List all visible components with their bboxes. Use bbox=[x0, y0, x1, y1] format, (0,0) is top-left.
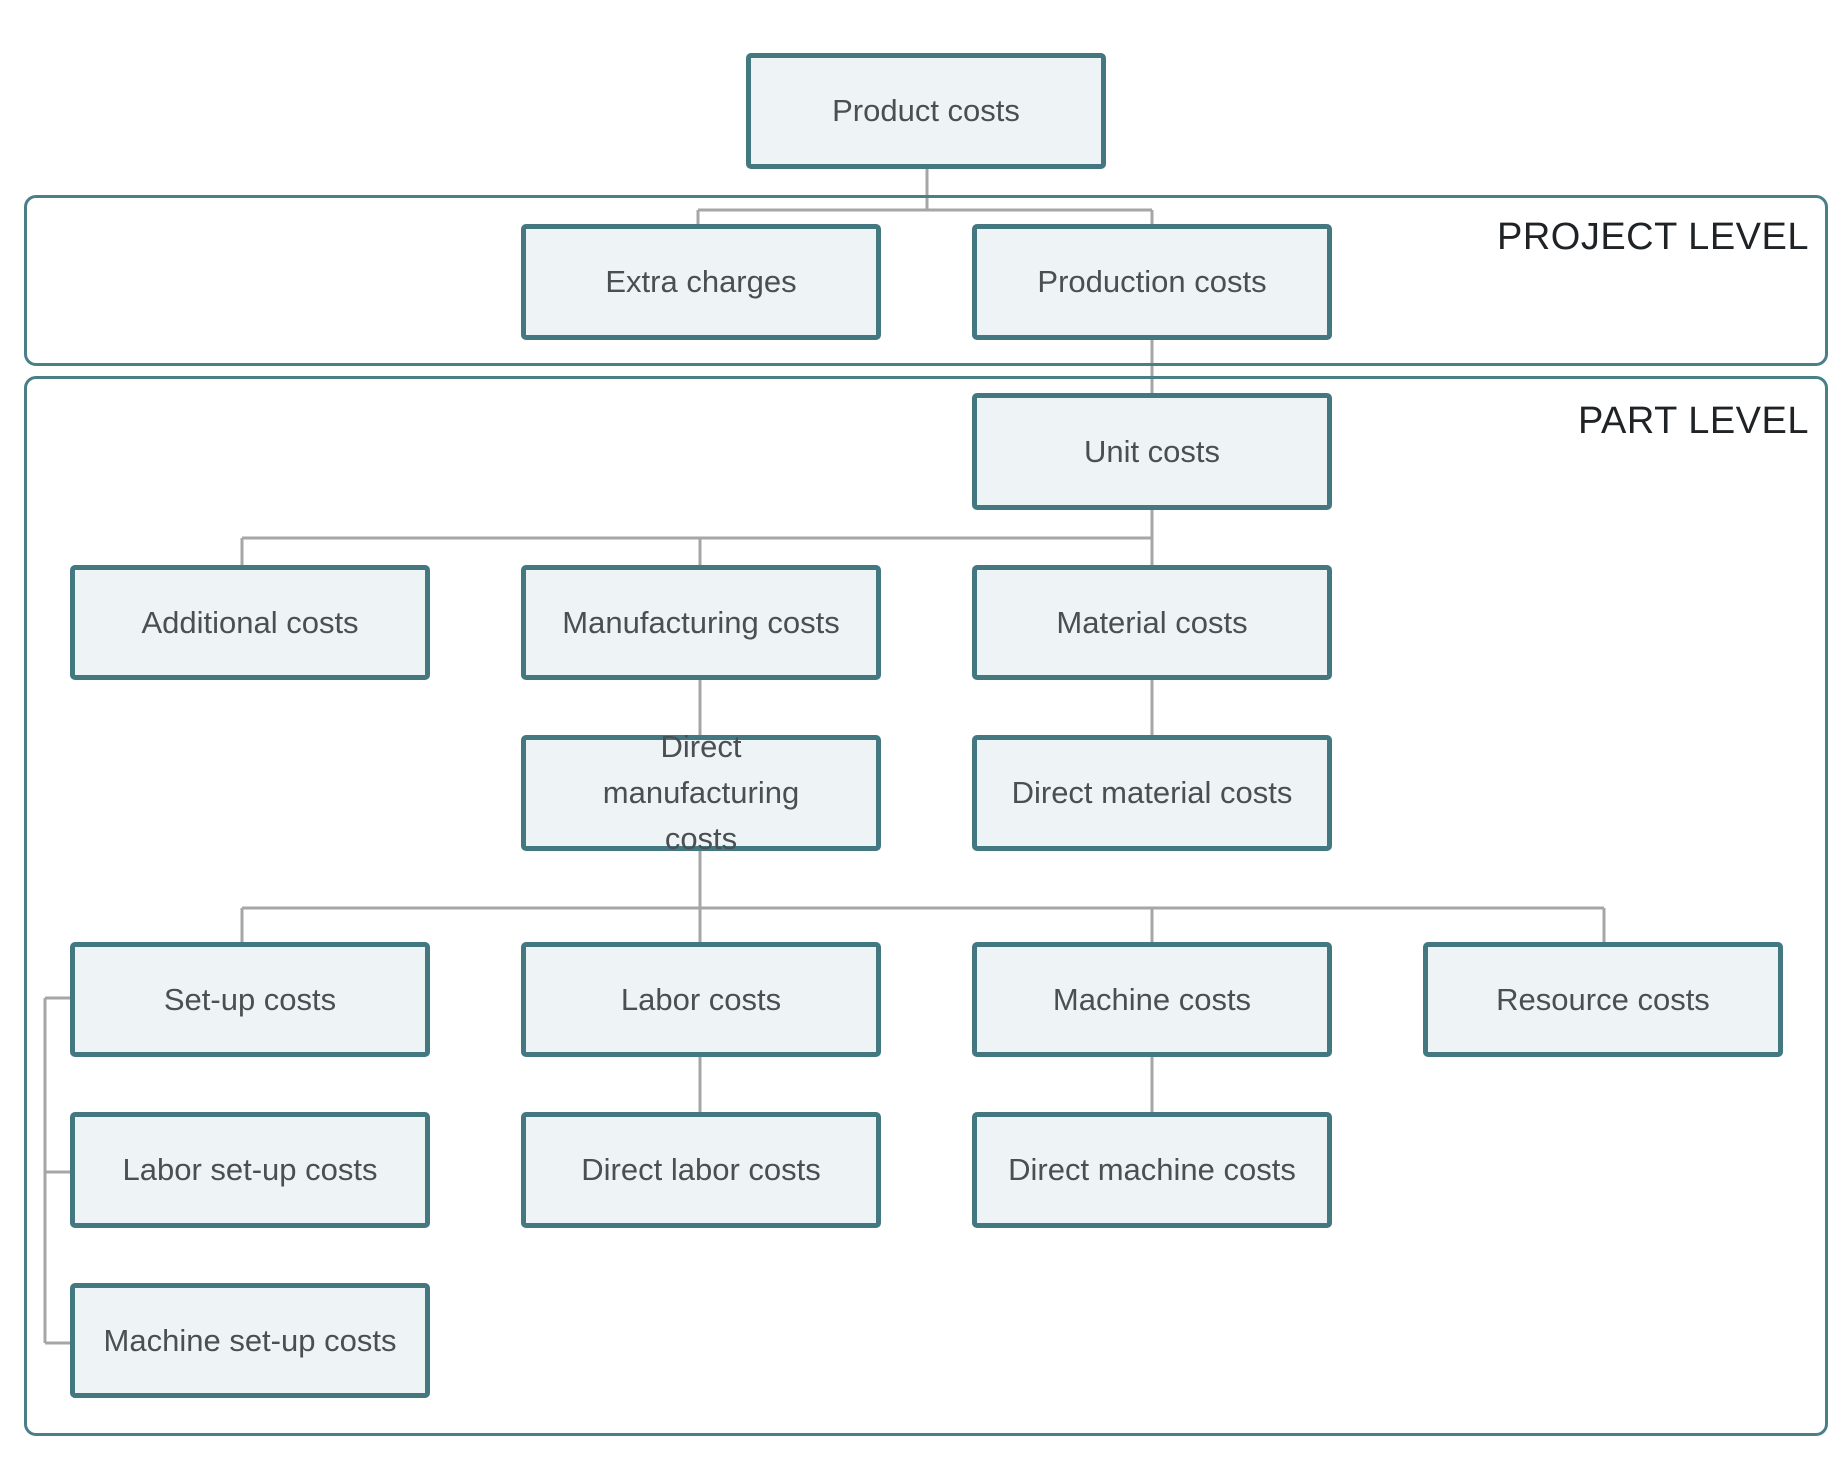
node-product-costs: Product costs bbox=[746, 53, 1106, 169]
node-additional-costs: Additional costs bbox=[70, 565, 430, 680]
node-labor-setup-costs: Labor set-up costs bbox=[70, 1112, 430, 1228]
node-direct-material-costs: Direct material costs bbox=[972, 735, 1332, 851]
project-level-region: PROJECT LEVEL bbox=[24, 195, 1828, 366]
node-resource-costs: Resource costs bbox=[1423, 942, 1783, 1057]
part-level-label: PART LEVEL bbox=[1577, 400, 1809, 442]
node-manufacturing-costs: Manufacturing costs bbox=[521, 565, 881, 680]
project-level-label: PROJECT LEVEL bbox=[1496, 216, 1809, 258]
node-direct-labor-costs: Direct labor costs bbox=[521, 1112, 881, 1228]
node-direct-machine-costs: Direct machine costs bbox=[972, 1112, 1332, 1228]
node-extra-charges: Extra charges bbox=[521, 224, 881, 340]
node-machine-setup-costs: Machine set-up costs bbox=[70, 1283, 430, 1398]
node-direct-manufacturing-costs: Direct manufacturing costs bbox=[521, 729, 881, 856]
node-setup-costs: Set-up costs bbox=[70, 942, 430, 1057]
node-material-costs: Material costs bbox=[972, 565, 1332, 680]
node-production-costs: Production costs bbox=[972, 224, 1332, 340]
node-labor-costs: Labor costs bbox=[521, 942, 881, 1057]
part-level-region: PART LEVEL bbox=[24, 376, 1828, 1436]
node-unit-costs: Unit costs bbox=[972, 393, 1332, 510]
node-machine-costs: Machine costs bbox=[972, 942, 1332, 1057]
